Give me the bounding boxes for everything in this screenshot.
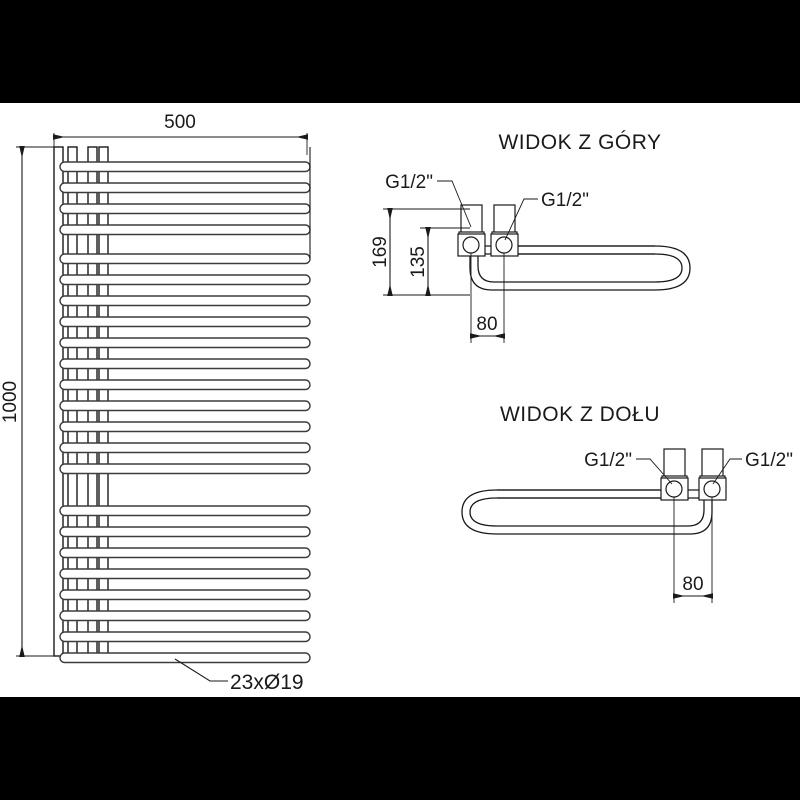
- dim-80-bottom-label: 80: [682, 574, 703, 595]
- bottom-view-label-right: G1/2": [712, 450, 793, 485]
- bottom-view-g12-right: G1/2": [745, 450, 793, 471]
- bottom-view: WIDOK Z DOŁU: [461, 403, 793, 603]
- dim-135-label: 135: [408, 246, 429, 278]
- note-leader-23x19: 23xØ19: [174, 658, 304, 694]
- dim-height-label: 1000: [0, 381, 21, 423]
- bottom-view-pipe: [461, 489, 713, 535]
- dim-169-label: 169: [370, 236, 391, 268]
- note-23x19-label: 23xØ19: [230, 671, 304, 694]
- bottom-view-title: WIDOK Z DOŁU: [500, 403, 660, 426]
- top-view-g12-right: G1/2": [541, 190, 589, 211]
- letterbox-bar-top: [0, 0, 800, 103]
- front-view: 500 1000: [0, 112, 311, 694]
- top-view-valve-right: [490, 204, 519, 257]
- dimension-height-1000: 1000: [0, 146, 62, 657]
- top-view-label-left: G1/2": [385, 172, 472, 228]
- drawing-sheet: 500 1000: [0, 103, 800, 697]
- bottom-view-valve-left: [660, 448, 689, 501]
- dimension-169: 169: [370, 208, 470, 296]
- top-view-valve-left: [457, 204, 486, 257]
- bottom-view-valve-right: [698, 448, 727, 501]
- top-view-pipe: [469, 245, 691, 291]
- top-view-g12-left: G1/2": [385, 172, 433, 193]
- dimension-135: 135: [408, 227, 470, 296]
- dim-80-top-label: 80: [476, 314, 497, 335]
- letterbox-bar-bottom: [0, 697, 800, 800]
- heating-tubes: [59, 161, 311, 664]
- dimension-80-bottom: 80: [673, 497, 713, 603]
- dimension-80-top: 80: [470, 253, 505, 343]
- top-view-title: WIDOK Z GÓRY: [498, 131, 661, 154]
- top-view-label-right: G1/2": [504, 190, 589, 241]
- top-view: WIDOK Z GÓRY: [370, 131, 691, 343]
- bottom-view-label-left: G1/2": [584, 450, 673, 485]
- bottom-view-g12-left: G1/2": [584, 450, 632, 471]
- dim-width-label: 500: [164, 112, 196, 133]
